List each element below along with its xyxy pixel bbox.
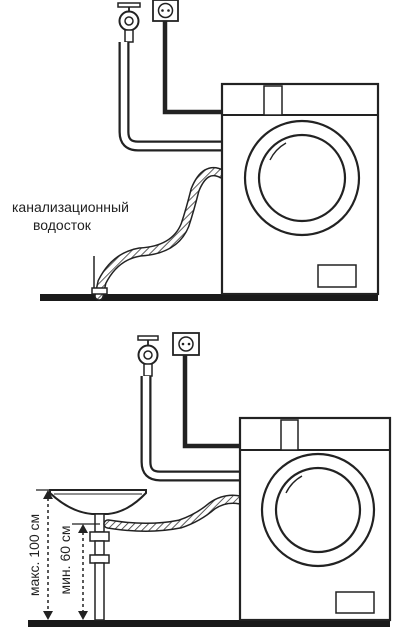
washing-machine-bottom [238,416,392,622]
max-height-dimension [36,489,62,620]
power-socket-icon [152,0,179,22]
control-panel-display-bottom [280,419,299,451]
water-tap-icon [117,2,141,43]
drain-hose [94,166,227,301]
floor-line [40,294,378,301]
power-socket-icon-bottom [172,332,200,356]
inlet-hose [118,42,222,152]
min-height-dimension [72,523,100,620]
drain-label-line1: канализационный [12,199,129,215]
door-glass [257,133,347,223]
control-panel-display [263,85,283,116]
filter-hatch [317,264,357,288]
floor-drain-icon [91,256,108,295]
sink-basin [49,489,147,515]
max-height-label: макс. 100 см [26,514,42,596]
min-height-label: мин. 60 см [57,525,73,594]
bottom-diagram: макс. 100 см мин. 60 см [26,332,392,627]
washing-machine [220,82,380,296]
filter-hatch-bottom [335,591,375,614]
inlet-hose-bottom [140,376,240,482]
floor-line-bottom [28,620,390,627]
door-glass-bottom [274,466,362,554]
drain-label-line2: водосток [33,217,92,233]
water-tap-icon-bottom [137,335,159,377]
power-cord-bottom [182,355,240,449]
sink-drain-pipe [89,513,110,621]
top-diagram: канализационный водосток [12,0,380,301]
power-cord [162,21,222,115]
